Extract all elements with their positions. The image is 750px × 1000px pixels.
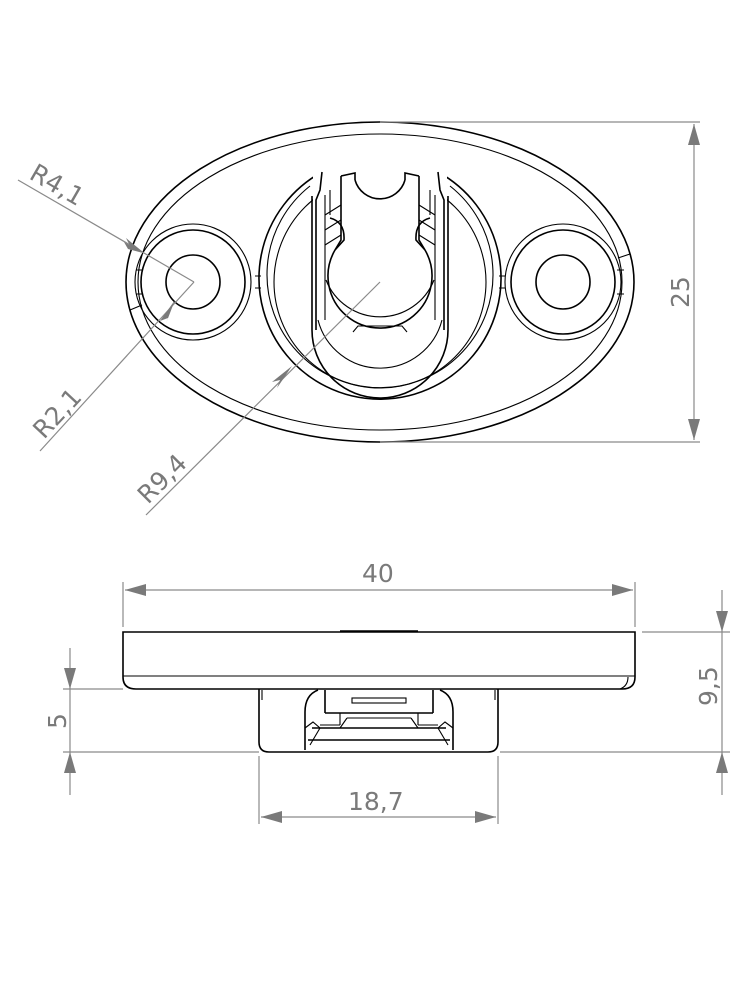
clip-jaw-teeth [304, 721, 454, 746]
total-height-arrow-bottom [716, 752, 728, 773]
right-boss-inner [510, 229, 616, 335]
dim-width-label: 40 [362, 559, 394, 588]
clip-height-arrow-bottom [64, 752, 76, 773]
clip-slot [351, 697, 407, 704]
clip-bore-outer-line [325, 279, 435, 318]
inner-oval-outline [137, 133, 623, 431]
right-boss-outer [504, 223, 622, 341]
right-notch-marks [617, 253, 631, 295]
dim-r41-label: R4,1 [25, 158, 89, 212]
clip-finger-sides [334, 220, 426, 251]
r21-arrowhead [160, 300, 175, 326]
left-mounting-hole [165, 254, 221, 310]
clip-bore-bottom-flat [352, 325, 408, 333]
clip-outer-arc [317, 319, 443, 369]
r41-leader [17, 179, 195, 283]
u-channel-outer [311, 196, 449, 399]
boss-joint-marks [255, 275, 505, 289]
clip-height-arrow-top [64, 668, 76, 689]
r94-arrowhead [272, 366, 292, 388]
clip-bore [327, 249, 433, 329]
clip-finger-tops [340, 172, 420, 220]
left-notch-marks [129, 269, 143, 311]
dim-clip-height-label: 5 [43, 713, 72, 729]
u-channel-walls [315, 171, 445, 330]
clip-body-outline [258, 689, 499, 753]
dim-height-label: 25 [666, 276, 695, 308]
u-channel-inner-lines [324, 190, 436, 320]
socket-outer-ring [258, 171, 502, 400]
side-view-dimensions: 40 9,5 5 18,7 [43, 559, 730, 824]
total-height-arrow-top [716, 611, 728, 632]
right-mounting-hole [535, 254, 591, 310]
width-arrow-right [612, 584, 633, 596]
plate-right-round [619, 676, 629, 690]
clip-outer-jaw [304, 689, 454, 750]
height-arrow-bottom [688, 419, 700, 440]
clip-base-lines [308, 727, 450, 741]
clip-finger-rounds [329, 217, 431, 251]
dim-clip-width-label: 18,7 [348, 787, 404, 816]
r41-arrowhead [124, 242, 143, 253]
r94-leader [145, 281, 381, 516]
clip-body-fillets [261, 690, 496, 700]
left-boss-inner [140, 229, 246, 335]
clip-width-arrow-left [261, 811, 282, 823]
clip-top-notch [354, 179, 406, 200]
clip-width-arrow-right [475, 811, 496, 823]
side-view [122, 630, 636, 753]
top-view [125, 121, 635, 443]
dim-total-height-label: 9,5 [694, 666, 723, 706]
r41-arrow [126, 238, 143, 252]
clip-inner-box [324, 690, 434, 714]
height-arrow-top [688, 124, 700, 145]
left-boss-outer [134, 223, 252, 341]
clip-trapezoid [339, 713, 419, 729]
clip-bevel-lines [324, 204, 436, 246]
width-arrow-left [125, 584, 146, 596]
dim-r21-label: R2,1 [27, 383, 87, 445]
plate-outline [122, 631, 636, 690]
dim-r94-label: R9,4 [132, 448, 193, 509]
